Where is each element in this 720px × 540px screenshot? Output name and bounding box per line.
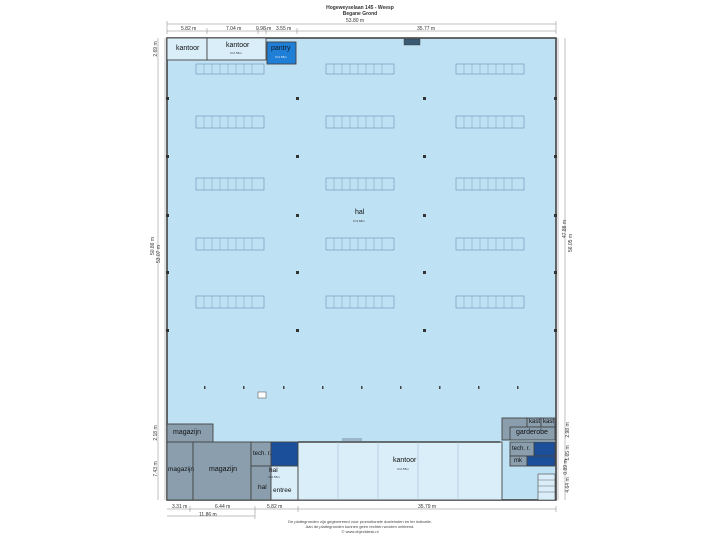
room-label-kast-1: kast: [529, 419, 541, 425]
room-label-kantoor-1: kantoor: [176, 45, 200, 52]
pantry-room: [266, 41, 297, 65]
room-label-magazijn-1: magazijn: [173, 429, 202, 436]
dim-left-3: 53.07 m: [156, 244, 162, 264]
toilet-2-room: [526, 455, 556, 467]
top-dimension-lines: [166, 21, 557, 34]
dim-right-6: 4.64 m: [565, 477, 571, 493]
room-sub-kantoor-2: h=2.55m: [230, 51, 242, 55]
room-label-magazijn-2: magazijn: [168, 466, 195, 473]
dim-top-3: 0.98 m: [256, 26, 272, 32]
dim-right-3: 2.98 m: [565, 422, 571, 438]
room-label-pantry: pantry: [271, 45, 291, 52]
room-sub-hal-small: h=2.55m: [268, 475, 280, 479]
room-label-garderobe: garderobe: [516, 429, 548, 436]
room-label-tech-1: tech. r.: [253, 451, 272, 457]
hal-2-room: [250, 465, 272, 501]
room-label-hal-small: hal: [269, 467, 278, 474]
dim-top-2: 7.04 m: [226, 26, 242, 32]
room-sub-kantoor-bottom: h=2.55m: [397, 467, 409, 471]
footer-credit: © www.objectdesk.nl: [341, 529, 379, 534]
dim-bottom-4: 35.79 m: [418, 504, 437, 510]
room-label-entree: entree: [273, 487, 292, 494]
room-label-hal: hal: [355, 209, 365, 216]
kantoor-bottom-room: [297, 441, 503, 501]
dim-top-outer: 53.80 m: [346, 18, 365, 24]
dim-top-1: 5.82 m: [181, 26, 197, 32]
dim-left-1: 2.69 m: [153, 41, 159, 57]
room-sub-hal: h=3.68m: [353, 219, 365, 223]
plan-address: Hogeweyselaan 145 - Weesp: [326, 5, 394, 11]
entree-room: [270, 465, 299, 501]
room-label-tech-2: tech. r.: [512, 446, 531, 452]
racking: [195, 63, 525, 309]
room-label-kantoor-bottom: kantoor: [393, 457, 417, 464]
dim-top-4: 3.55 m: [276, 26, 292, 32]
dim-bottom-2: 6.44 m: [215, 504, 231, 510]
bottom-dimension-lines: [167, 506, 557, 519]
footer-disclaimer-1: De plattegronden zijn gegenereerd voor p…: [288, 519, 432, 524]
toilet-room: [533, 441, 556, 457]
columns: [166, 97, 557, 332]
footer-disclaimer-2: Aan de plattegronden kunnen geen rechten…: [305, 524, 415, 529]
dim-right-2: 56.05 m: [568, 233, 574, 253]
dim-bottom-3: 5.82 m: [267, 504, 283, 510]
dim-left-5: 7.43 m: [153, 461, 159, 477]
wall-ticks: [204, 386, 519, 389]
dim-bottom-1: 3.31 m: [172, 504, 188, 510]
dim-top-5: 35.77 m: [417, 26, 436, 32]
room-label-magazijn-3: magazijn: [209, 466, 238, 473]
stair-steps: [538, 479, 555, 493]
door-mark: [342, 438, 362, 441]
room-label-hal-2: hal: [258, 484, 267, 491]
room-label-kantoor-2: kantoor: [226, 42, 250, 49]
side-dimension-lines: [157, 38, 566, 500]
magazijn-2-room: [166, 441, 194, 501]
room-label-kast-2: kast: [543, 419, 555, 425]
hall-area: [166, 37, 557, 501]
plan-floor: Begane Grond: [342, 11, 378, 17]
garderobe-room: [509, 426, 556, 441]
top-door: [403, 38, 421, 46]
dim-left-4: 2.18 m: [153, 425, 159, 441]
office-partitions: [337, 442, 459, 500]
room-sub-pantry: h=2.55m: [275, 55, 287, 59]
meter-box: [257, 391, 267, 399]
magazijn-3-room: [192, 441, 252, 501]
room-label-mk: mk: [514, 458, 522, 464]
dim-bottom-outer: 11.86 m: [199, 512, 217, 518]
office-2-room: [206, 37, 267, 61]
racking-dividers: [203, 64, 513, 308]
stair-area: [537, 473, 556, 501]
hal-small-room: [270, 441, 299, 467]
